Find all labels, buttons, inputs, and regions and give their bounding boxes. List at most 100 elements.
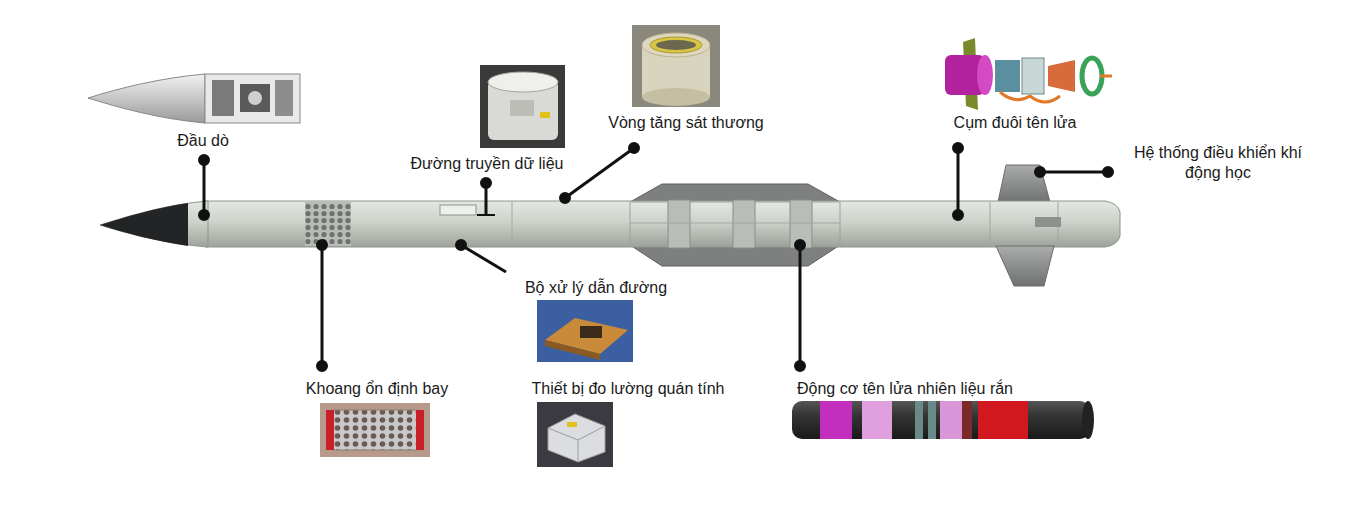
part-label: Vòng tăng sát thương [608, 113, 764, 133]
tail-assembly-inset-part [1000, 92, 1060, 102]
leader-lines-part [461, 245, 506, 272]
missile-part [440, 205, 476, 215]
leader-lines-part [1036, 168, 1045, 177]
tail-assembly-inset-part [1048, 60, 1075, 92]
leader-lines-part [321, 245, 324, 366]
seeker-inset-part [240, 84, 270, 112]
leader-lines-part [477, 214, 495, 216]
seeker-inset-part [275, 80, 293, 116]
leader-lines-part [1104, 168, 1113, 177]
missile-part [512, 202, 513, 246]
leader-lines-part [1040, 171, 1108, 174]
imu-inset-part [537, 402, 613, 467]
stability-section-inset-part [320, 403, 430, 457]
seeker-inset-part [88, 74, 205, 123]
tail-assembly-inset [945, 38, 1112, 110]
leader-lines-part [318, 362, 327, 371]
imu-inset-part [567, 422, 577, 427]
leader-lines-part [957, 148, 960, 215]
part-label: Đầu dò [177, 131, 229, 151]
datalink-inset-part [488, 72, 558, 92]
leader-lines-part [203, 160, 206, 215]
missile-part [998, 165, 1050, 202]
leader-lines-part [457, 241, 466, 250]
datalink-inset-part [480, 65, 565, 148]
leader-lines-part [318, 241, 327, 250]
tail-assembly-inset-part [995, 60, 1020, 92]
missile-part [1035, 217, 1061, 227]
part-label: Thiết bị đo lường quán tính [532, 379, 725, 399]
imu-inset-part [548, 414, 605, 462]
missile-part [733, 200, 755, 248]
leader-lines-part [954, 144, 963, 153]
rocket-motor-inset-part [862, 401, 892, 439]
processor-inset-part [580, 326, 602, 338]
leader-lines-part [799, 245, 802, 366]
missile-part [990, 202, 991, 246]
rocket-motor-inset-part [940, 401, 962, 439]
processor-inset-part [545, 340, 600, 360]
part-label: Đường truyền dữ liệu [411, 154, 564, 174]
leader-lines-part [796, 362, 805, 371]
missile-part [205, 201, 1120, 247]
ring-inset-part [642, 33, 710, 57]
part-label: Khoang ổn định bay [306, 379, 448, 399]
leader-lines-part [200, 156, 209, 165]
leader-lines-part [561, 194, 570, 203]
ring-inset-part [656, 40, 696, 50]
part-label: Động cơ tên lửa nhiên liệu rắn [797, 379, 1013, 399]
missile-part [305, 202, 351, 246]
seeker-inset-part [205, 74, 300, 123]
processor-inset [537, 300, 633, 362]
imu-inset-part [548, 426, 605, 440]
seeker-inset-part [212, 80, 234, 116]
rocket-motor-inset-part [1082, 401, 1094, 439]
rocket-motor-inset-part [915, 401, 923, 439]
tail-assembly-inset-part [977, 55, 993, 95]
datalink-inset-part [540, 112, 550, 118]
seeker-inset-part [248, 91, 262, 105]
leader-lines-part [565, 148, 634, 198]
missile-part [668, 200, 690, 248]
rocket-motor-inset-part [820, 401, 852, 439]
tail-assembly-inset-part [1082, 58, 1102, 94]
tail-assembly-inset-part [1100, 75, 1112, 78]
part-label: Hệ thống điều khiển khí động học [1118, 143, 1318, 183]
leader-lines-part [200, 211, 209, 220]
datalink-inset [480, 65, 565, 148]
missile-part [996, 246, 1054, 286]
stability-section-inset-part [333, 410, 417, 450]
ring-inset-part [650, 37, 702, 53]
rocket-motor-inset [792, 401, 1094, 439]
leader-lines-part [630, 144, 639, 153]
datalink-inset-part [510, 100, 534, 116]
missile-part [630, 223, 840, 224]
rocket-motor-inset-part [962, 401, 972, 439]
missile-part [100, 203, 188, 246]
ring-inset-part [632, 25, 720, 107]
stability-section-inset [320, 403, 430, 457]
leader-lines-part [954, 211, 963, 220]
seeker-inset [88, 74, 300, 123]
stability-section-inset-part [416, 410, 424, 450]
missile-part [630, 184, 840, 202]
part-label: Bộ xử lý dẫn đường [525, 278, 667, 298]
tail-assembly-inset-part [1022, 58, 1044, 94]
ring-inset-part [642, 88, 710, 106]
leader-lines-part [796, 241, 805, 250]
missile-part [100, 201, 208, 247]
rocket-motor-inset-part [928, 401, 936, 439]
leader-lines [200, 144, 1113, 371]
rocket-motor-inset-part [792, 401, 1090, 439]
ring-inset [632, 25, 720, 107]
imu-inset-part [578, 440, 579, 462]
stability-section-inset-part [326, 410, 334, 450]
rocket-motor-inset-part [978, 401, 1028, 439]
part-label: Cụm đuôi tên lửa [954, 113, 1077, 133]
processor-inset-part [537, 300, 633, 362]
leader-lines-part [482, 179, 491, 188]
imu-inset [537, 402, 613, 467]
missile [100, 165, 1120, 286]
